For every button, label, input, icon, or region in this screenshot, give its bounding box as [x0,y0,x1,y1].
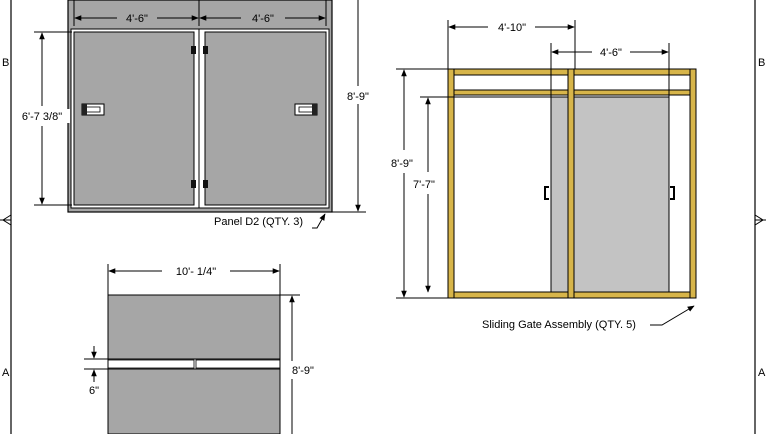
zone-a-left: A [2,367,10,379]
left-center-mark-icon [2,214,12,226]
hinge-icon [191,46,208,188]
sliding-gate-view: 4'-10" 4'-6" 8'-9" 7'-7" Sliding Gate As… [391,20,697,331]
zone-a-right: A [758,367,766,379]
bottom-panel-view: 10'- 1/4" 8'-9" 6" [84,264,314,434]
dim-bottom-width: 10'- 1/4" [176,266,216,278]
bottom-panel-lower [107,368,281,434]
dim-door-width: 4'-6" [600,47,622,59]
bottom-panel-upper [107,294,281,360]
dim-top-left: 4'-6" [126,13,148,25]
dim-top-right: 4'-6" [252,13,274,25]
door-handle-right-icon [294,103,318,116]
dim-bottom-gap: 6" [89,385,99,397]
gate-frame [447,68,697,299]
panel-d2-view: 4'-6" 4'-6" 6'-7 3/8" 8'-9" Panel D2 (QT… [14,0,369,229]
gate-handle-right-icon [670,186,675,200]
gate-callout: Sliding Gate Assembly (QTY. 5) [482,319,636,331]
dim-frame-offset: 4'-10" [498,22,526,34]
dim-gate-overall-height: 8'-9" [391,158,413,170]
dim-overall-height: 8'-9" [347,91,369,103]
panel-d2-door-right [204,31,327,206]
right-center-mark-icon [754,214,764,226]
panel-d2-door-left [73,31,195,206]
dim-gate-door-height: 7'-7" [413,179,435,191]
zone-b-left: B [2,57,9,69]
zone-b-right: B [758,57,765,69]
dim-door-height: 6'-7 3/8" [22,111,62,123]
gate-handle-left-icon [544,186,549,200]
door-handle-left-icon [81,103,105,116]
panel-d2-callout: Panel D2 (QTY. 3) [214,216,303,228]
dim-bottom-height: 8'-9" [292,365,314,377]
